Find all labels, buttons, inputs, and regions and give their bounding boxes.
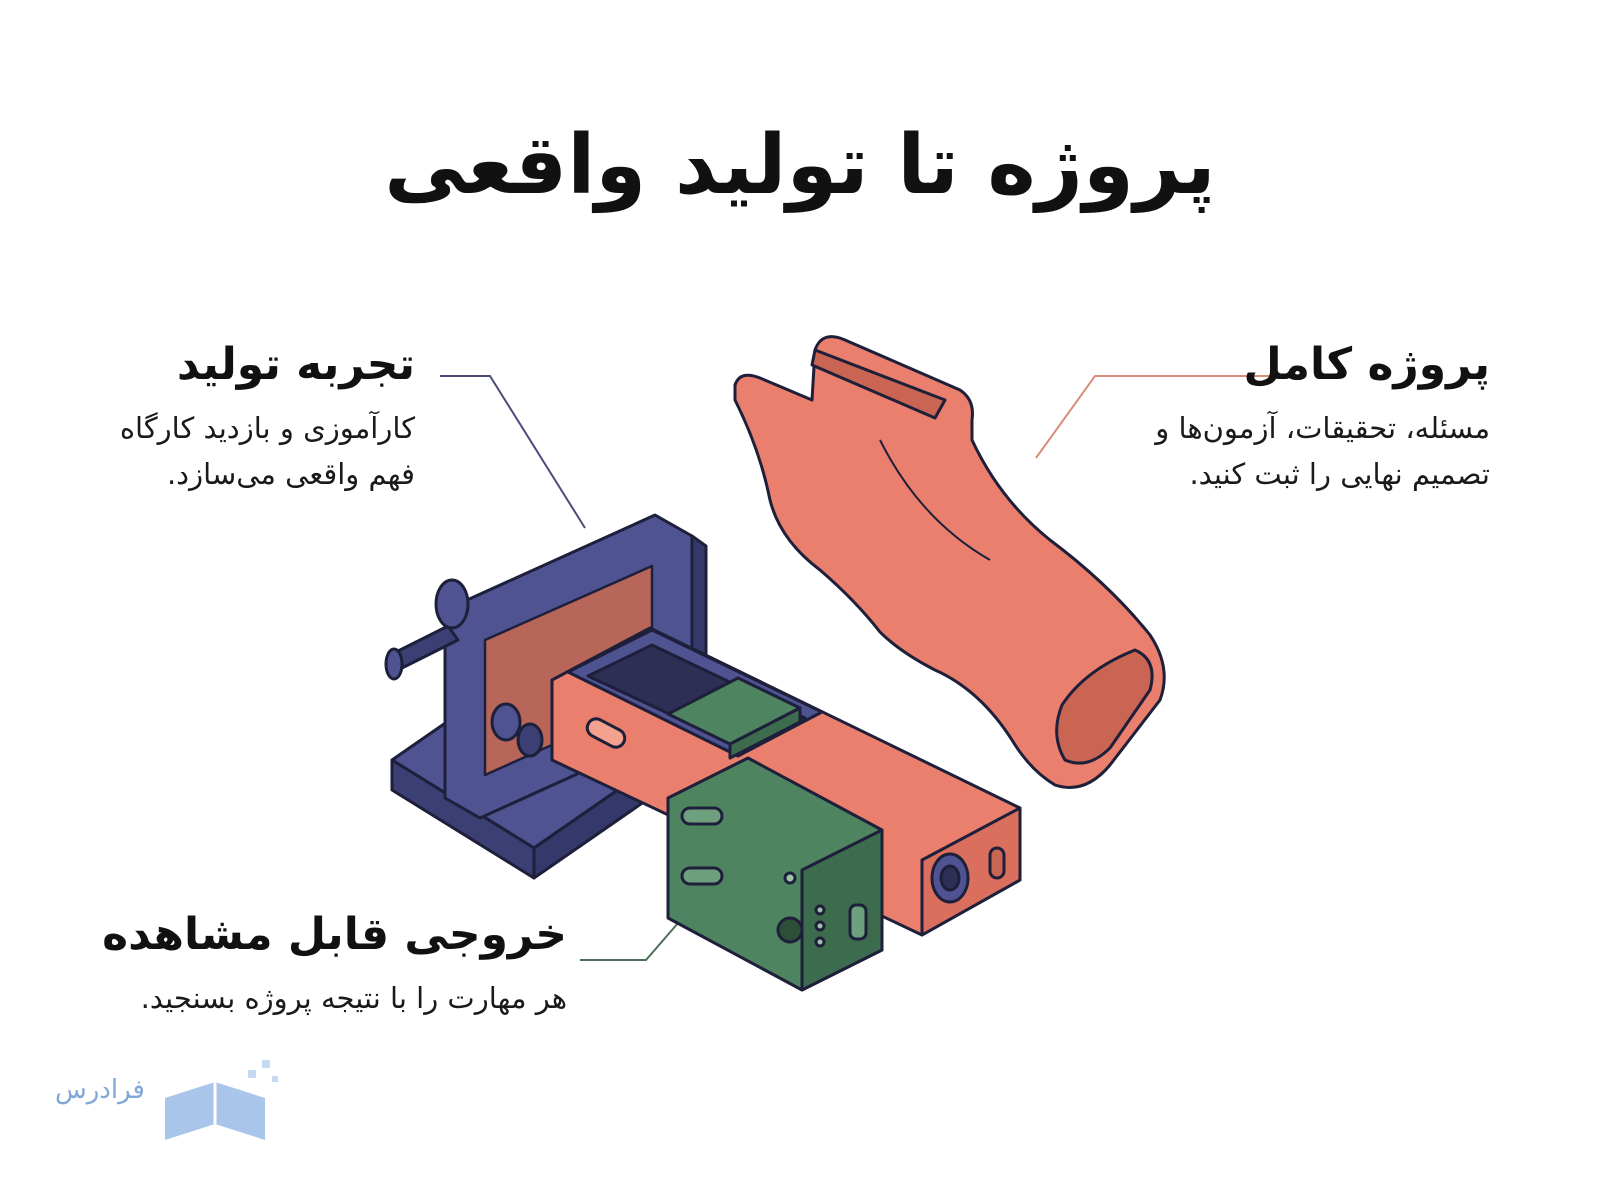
project-title: پروژه کامل — [1243, 339, 1491, 390]
project-desc-line1: مسئله، تحقیقات، آزمون‌ها و — [1155, 410, 1490, 445]
logo-text: فرادرس — [55, 1075, 145, 1105]
label-production-experience: تجربه تولید کارآموزی و بازدید کارگاه فهم… — [0, 339, 415, 498]
leader-line-output — [580, 914, 686, 961]
salmon-grip — [733, 335, 1166, 789]
output-desc-line1: هر مهارت را با نتیجه پروژه بسنجید. — [140, 980, 567, 1015]
circuit-boards — [666, 676, 884, 992]
output-description: هر مهارت را با نتیجه پروژه بسنجید. — [7, 975, 567, 1021]
leader-line-production — [440, 375, 586, 529]
production-description: کارآموزی و بازدید کارگاه فهم واقعی می‌سا… — [0, 405, 415, 498]
project-description: مسئله، تحقیقات، آزمون‌ها و تصمیم نهایی ر… — [1030, 405, 1490, 498]
production-desc-line2: فهم واقعی می‌سازد. — [166, 456, 415, 491]
project-desc-line2: تصمیم نهایی را ثبت کنید. — [1189, 456, 1490, 491]
label-visible-output: خروجی قابل مشاهده هر مهارت را با نتیجه پ… — [7, 909, 567, 1021]
production-desc-line1: کارآموزی و بازدید کارگاه — [119, 410, 415, 445]
production-title: تجربه تولید — [176, 339, 415, 390]
brand-logo: فرادرس — [55, 1075, 145, 1105]
leader-line-project — [1035, 375, 1272, 459]
label-complete-project: پروژه کامل مسئله، تحقیقات، آزمون‌ها و تص… — [1030, 339, 1491, 498]
logo-book-icon — [165, 1060, 278, 1140]
page-title: پروژه تا تولید واقعی — [384, 118, 1216, 213]
output-title: خروجی قابل مشاهده — [102, 909, 567, 960]
